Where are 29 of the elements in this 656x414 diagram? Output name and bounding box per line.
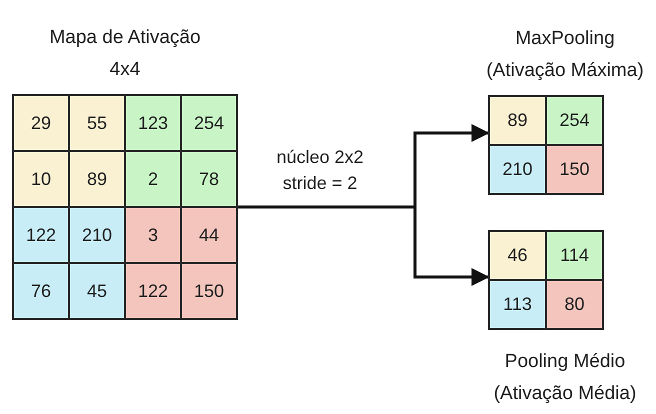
- value-cell: 10: [14, 152, 68, 206]
- value-cell: 2: [126, 152, 180, 206]
- arrow: [238, 206, 490, 286]
- value-cell: 254: [547, 97, 602, 144]
- value-cell: 76: [14, 264, 68, 318]
- value-cell: 122: [14, 208, 68, 262]
- value-cell: 55: [70, 96, 124, 150]
- value-cell: 46: [490, 232, 545, 279]
- value-cell: 210: [70, 208, 124, 262]
- value-cell: 114: [547, 232, 602, 279]
- grid-title: Pooling Médio (Ativação Média): [492, 350, 638, 406]
- value-cell: 123: [126, 96, 180, 150]
- value-cell: 29: [14, 96, 68, 150]
- grid-title: Mapa de Ativação 4x4: [48, 26, 202, 82]
- value-cell: 150: [182, 264, 236, 318]
- value-cell: 45: [70, 264, 124, 318]
- value-cell: 113: [490, 281, 545, 328]
- grid-title: MaxPooling (Ativação Máxima): [485, 27, 645, 83]
- value-cell: 254: [182, 96, 236, 150]
- value-cell: 210: [490, 146, 545, 193]
- value-cell: 122: [126, 264, 180, 318]
- value-cell: 78: [182, 152, 236, 206]
- value-cell: 3: [126, 208, 180, 262]
- value-cell: 150: [547, 146, 602, 193]
- value-cell: 89: [490, 97, 545, 144]
- value-cell: 44: [182, 208, 236, 262]
- edge-label: núcleo 2x2 stride = 2: [275, 146, 365, 195]
- value-cell: 80: [547, 281, 602, 328]
- value-cell: 89: [70, 152, 124, 206]
